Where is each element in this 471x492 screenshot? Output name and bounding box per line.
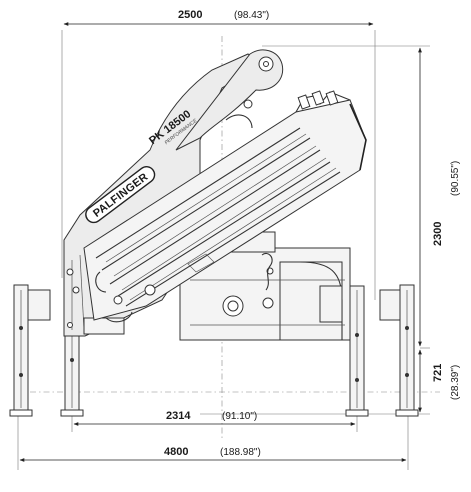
dim-overall-width-in: (98.43") <box>234 10 269 21</box>
outrigger-leg-far-right <box>379 284 419 417</box>
dim-overall-width-mm: 2500 <box>178 9 202 21</box>
dim-leg-stroke-mm: 721 <box>432 364 444 382</box>
dim-overall-height-mm: 2300 <box>432 222 444 246</box>
dim-inner-span-in: (91.10") <box>222 411 257 422</box>
outrigger-leg-inner-right <box>345 285 369 417</box>
dim-overall-height-in: (90.55") <box>450 161 461 196</box>
dim-leg-stroke-in: (28.39") <box>450 365 461 400</box>
dim-outrigger-span: 4800 (188.98") <box>164 446 261 458</box>
dimension-lines <box>19 22 422 462</box>
dim-inner-outrigger-span: 2314 (91.10") <box>166 410 257 422</box>
dim-overall-height: 2300 (90.55") <box>432 161 461 246</box>
main-boom <box>175 49 284 151</box>
dim-inner-span-mm: 2314 <box>166 410 191 422</box>
dim-outrigger-span-in: (188.98") <box>220 447 261 458</box>
telescopic-boom <box>83 90 367 323</box>
dim-overall-width: 2500 (98.43") <box>178 9 269 21</box>
outrigger-leg-far-left <box>9 284 51 417</box>
dim-outrigger-span-mm: 4800 <box>164 446 188 458</box>
extension-lines <box>17 30 430 470</box>
center-lines <box>30 36 440 440</box>
dim-leg-stroke: 721 (28.39") <box>432 364 461 400</box>
